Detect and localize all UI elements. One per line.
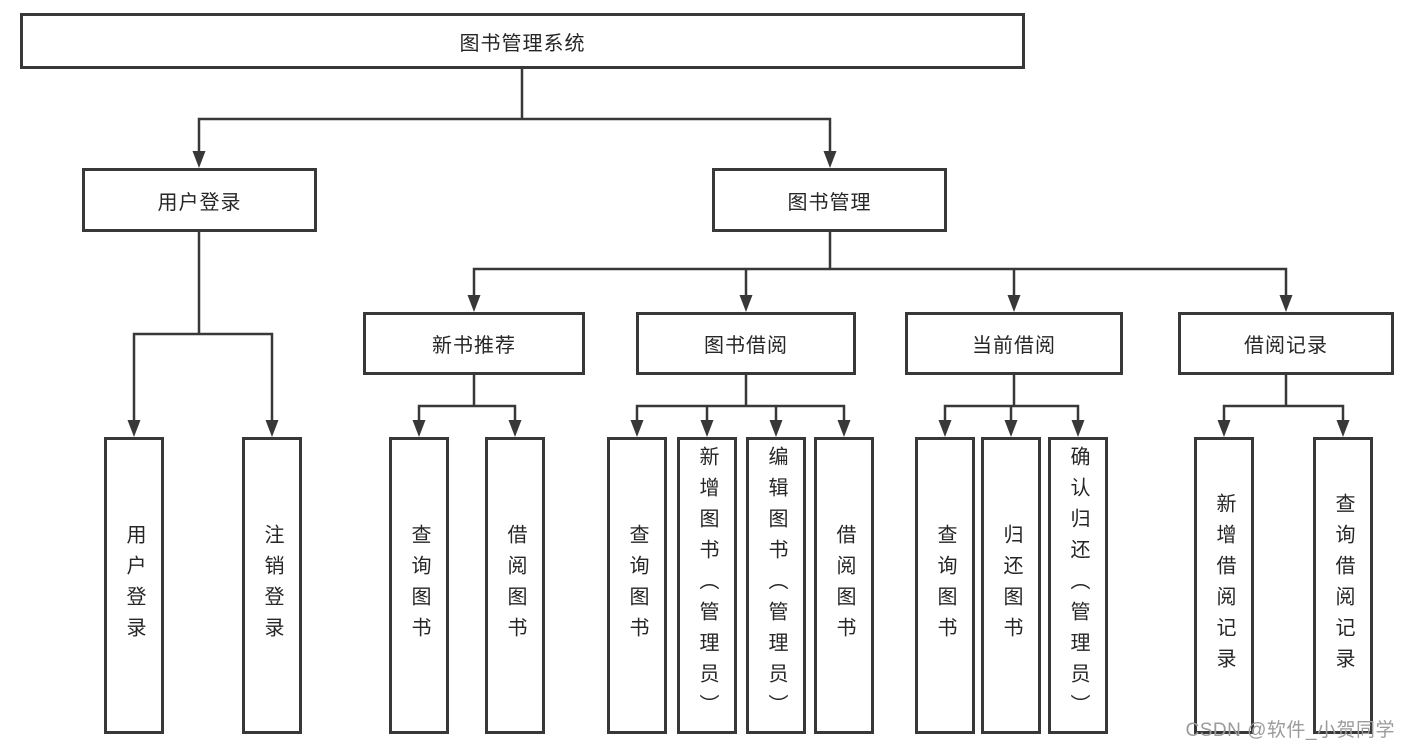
leaf-borrow-books: 借阅图书 — [814, 437, 874, 734]
node-book-borrow: 图书借阅 — [636, 312, 856, 375]
node-borrow-records: 借阅记录 — [1178, 312, 1394, 375]
leaf-logout: 注销登录 — [242, 437, 302, 734]
leaf-borrow-books-recommend: 借阅图书 — [485, 437, 545, 734]
leaf-add-book-admin: 新增图书（管理员） — [677, 437, 737, 734]
leaf-query-books-borrow: 查询图书 — [607, 437, 667, 734]
node-book-management: 图书管理 — [712, 168, 947, 232]
leaf-confirm-return-admin: 确认归还（管理员） — [1048, 437, 1108, 734]
leaf-edit-book-admin: 编辑图书（管理员） — [746, 437, 806, 734]
leaf-query-borrow-record: 查询借阅记录 — [1313, 437, 1373, 734]
leaf-query-books-recommend: 查询图书 — [389, 437, 449, 734]
csdn-watermark: CSDN @软件_小贺同学 — [1185, 720, 1395, 741]
node-user-login: 用户登录 — [82, 168, 317, 232]
node-root: 图书管理系统 — [20, 13, 1025, 69]
leaf-add-borrow-record: 新增借阅记录 — [1194, 437, 1254, 734]
node-current-borrow: 当前借阅 — [905, 312, 1123, 375]
leaf-user-login: 用户登录 — [104, 437, 164, 734]
leaf-query-books-current: 查询图书 — [915, 437, 975, 734]
leaf-return-book: 归还图书 — [981, 437, 1041, 734]
node-new-book-recommend: 新书推荐 — [363, 312, 585, 375]
